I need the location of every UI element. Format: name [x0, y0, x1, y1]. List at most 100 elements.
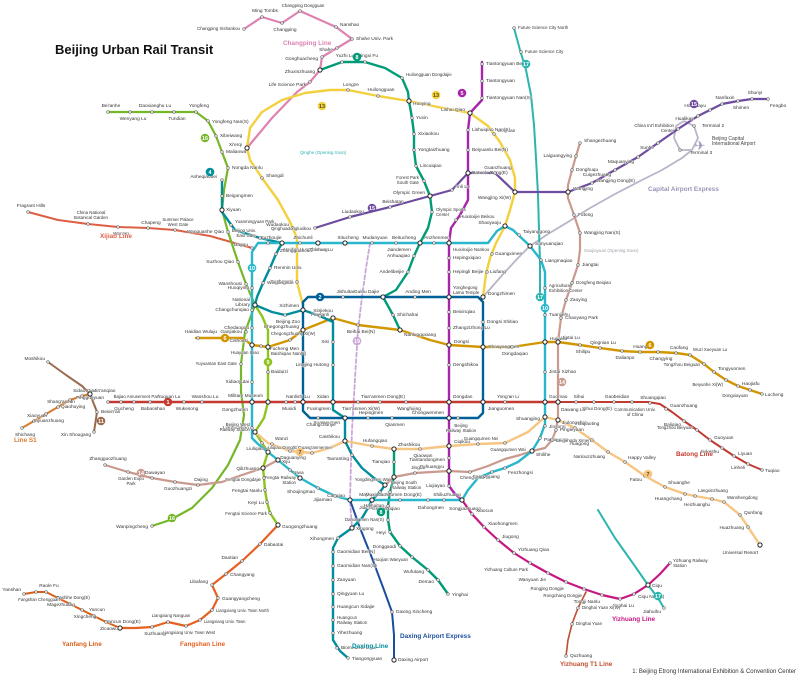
line-number-text: 15	[691, 102, 697, 108]
station-interchange-dot	[391, 446, 397, 452]
station-label: Chapeng	[141, 220, 161, 226]
station-label: Huilongguan Dongdajie	[406, 72, 452, 77]
station-dot	[268, 266, 272, 270]
station-label: Shangdi	[266, 173, 284, 179]
station-dot	[600, 593, 604, 597]
station-dot	[528, 561, 532, 565]
station-interchange-dot	[391, 657, 397, 663]
station-label: Shilipu	[576, 349, 591, 355]
station-interchange-dot	[757, 542, 763, 548]
station-label: Sihui	[574, 394, 585, 400]
station-label: Xuanwumen	[313, 420, 340, 426]
line-number-text: 5	[461, 91, 464, 97]
station-interchange-dot	[542, 414, 548, 420]
station-dot	[298, 241, 302, 245]
station-dot	[240, 559, 244, 563]
station-dot	[712, 370, 716, 374]
station-dot	[454, 218, 458, 222]
station-dot	[378, 400, 382, 404]
station-dot	[334, 25, 338, 29]
station-dot	[280, 21, 284, 25]
station-label: Xisi	[321, 339, 329, 345]
station-dot	[736, 384, 740, 388]
station-label: Changchunjie	[306, 422, 336, 428]
station-dot	[214, 134, 218, 138]
station-label: Majiapu	[359, 492, 376, 498]
rail-line-capital-airport-express	[482, 120, 699, 298]
line-number-badge	[689, 99, 699, 109]
station-label: Demao	[419, 579, 435, 585]
station-dot	[44, 412, 48, 416]
station-interchange-dot	[330, 315, 336, 321]
rail-line-daxing-airport-express	[349, 499, 395, 661]
station-label: Fuxingmen	[307, 406, 331, 412]
station-dot	[270, 442, 274, 446]
station-label: Liudaokou	[342, 209, 364, 215]
station-label: Shiliuzhuang	[433, 492, 461, 498]
station-label: Dahongmen	[418, 505, 444, 511]
station-dot	[220, 194, 224, 198]
station-dot	[436, 578, 440, 582]
station-dot	[503, 441, 507, 445]
station-label: Jiaomen Dong(E)	[384, 492, 422, 498]
station-dot	[80, 608, 84, 612]
station-label: Zhushikou	[398, 442, 420, 448]
station-dot	[92, 614, 96, 618]
station-interchange-dot	[249, 399, 255, 405]
station-label: Yuxin	[416, 115, 428, 121]
station-dot	[693, 494, 697, 498]
station-interchange-dot	[275, 457, 281, 463]
station-label: Haojiafu	[742, 381, 760, 387]
line-number-text: 17	[537, 295, 543, 301]
station-label: Cishousi	[230, 338, 248, 344]
station-label: Suzhuang	[144, 631, 166, 637]
station-dot	[260, 176, 264, 180]
station-dot	[288, 468, 292, 472]
station-dot	[543, 286, 547, 290]
station-label: Huagong	[570, 441, 590, 447]
station-dot	[386, 504, 390, 508]
line-name-label: Xijiao Line	[100, 233, 132, 240]
line-number-badge	[167, 513, 177, 523]
station-label: Beixinqiao	[453, 309, 475, 315]
station-dot	[447, 256, 451, 260]
station-interchange-dot	[446, 342, 452, 348]
station-label: Yongdingmen Wai	[355, 477, 390, 482]
station-label: Shuanghe	[668, 480, 690, 486]
station-interchange-dot	[555, 339, 561, 345]
station-label: Xiaoyuan	[27, 413, 47, 419]
station-label: Raole Fu	[39, 583, 59, 589]
station-dot	[313, 226, 317, 230]
station-dot	[92, 430, 96, 434]
station-dot	[656, 141, 660, 145]
station-dot	[446, 592, 450, 596]
station-label: Heyi	[376, 530, 386, 536]
station-label: Xi'erqi	[229, 142, 242, 148]
rail-line-yizhuang	[460, 498, 672, 601]
station-interchange-dot	[446, 294, 452, 300]
station-label: Yuzhi Lu	[336, 53, 355, 59]
station-dot	[618, 597, 622, 601]
station-label: Hepingli Beijie	[453, 269, 484, 275]
line-number-text: 2	[319, 295, 322, 301]
rail-line-line2	[301, 295, 485, 420]
line-number-badge	[205, 167, 215, 177]
station-interchange-dot	[645, 582, 651, 588]
station-dot	[676, 127, 680, 131]
station-label: Sanyuanqiao	[535, 241, 563, 247]
station-dot	[293, 400, 297, 404]
line-name-label: Gaojiayuan (Opening Soon)	[584, 248, 639, 253]
station-dot	[301, 350, 305, 354]
line-number-badge	[645, 340, 655, 350]
station-label: Life Science Park	[269, 82, 307, 88]
station-label: Baishiqiao Nan(S)	[271, 351, 307, 356]
station-dot	[370, 444, 374, 448]
station-dot	[394, 241, 398, 245]
station-dot	[447, 363, 451, 367]
station-label: Dawayao	[145, 470, 165, 476]
station-interchange-dot	[446, 415, 452, 421]
station-label: Ciqu Nan(S)	[638, 594, 665, 600]
line-number-badge	[457, 88, 467, 98]
